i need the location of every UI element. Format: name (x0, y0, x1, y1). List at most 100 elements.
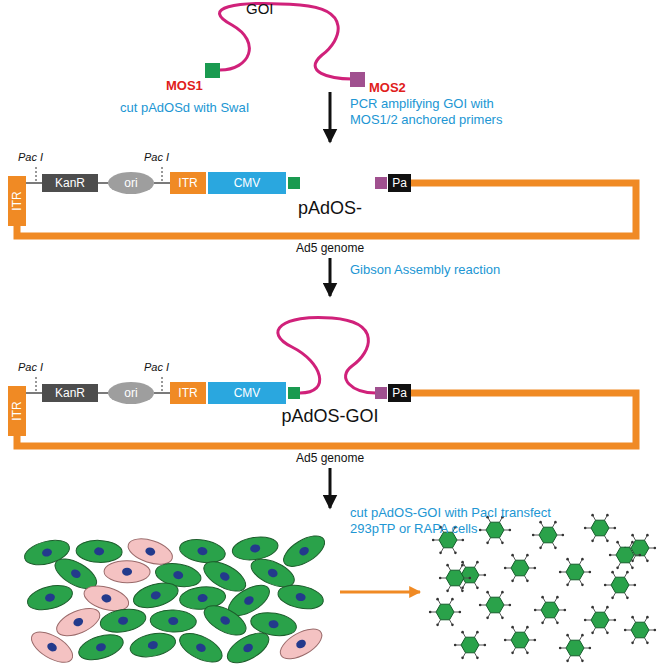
fiber-knob (501, 542, 504, 545)
cell-body (231, 534, 280, 563)
fiber-knob (581, 660, 584, 663)
fiber-knob (584, 619, 587, 622)
virion (479, 516, 511, 544)
fiber-knob (509, 529, 512, 532)
step-arrow (329, 258, 332, 296)
fiber-knob (526, 580, 529, 583)
backbone-line (26, 182, 42, 183)
capsid (566, 564, 584, 580)
virion (504, 626, 536, 654)
label: Gibson Assembly reaction (350, 262, 550, 278)
label: Pac I (18, 151, 68, 165)
fiber-knob (554, 521, 557, 524)
fiber-knob (476, 631, 479, 634)
kanr-box: KanR (42, 384, 98, 402)
fiber-knob (581, 634, 584, 637)
fiber-knob (429, 611, 432, 614)
fiber-knob (604, 584, 607, 587)
nucleus (70, 568, 83, 580)
fiber-knob (631, 616, 634, 619)
nucleus (144, 546, 156, 557)
capsid (461, 637, 479, 653)
fiber-knob (484, 574, 487, 577)
capsid (511, 560, 529, 576)
fiber-knob (616, 541, 619, 544)
fiber-knob (451, 624, 454, 627)
cell-body (25, 581, 75, 614)
fiber-knob (461, 564, 464, 567)
fiber-knob (646, 534, 649, 537)
cell-body (223, 627, 274, 664)
fiber-knob (459, 611, 462, 614)
ellipse-fill (108, 172, 154, 194)
capsid (591, 612, 609, 628)
fiber-knob (479, 604, 482, 607)
fiber-knob (439, 577, 442, 580)
goi-insert (278, 317, 376, 393)
fiber-knob (559, 571, 562, 574)
mos1-square (288, 177, 300, 189)
label: pAdOS-GOI (260, 405, 400, 428)
nucleus (95, 642, 107, 653)
fiber-knob (631, 642, 634, 645)
nucleus (41, 547, 53, 557)
fiber-knob (611, 597, 614, 600)
fiber-knob (634, 584, 637, 587)
fiber-knob (436, 624, 439, 627)
fiber-knob (616, 567, 619, 570)
genome-band (17, 183, 636, 236)
cell (27, 626, 78, 664)
fiber-knob (541, 622, 544, 625)
fiber-knob (509, 604, 512, 607)
fiber-knob (446, 564, 449, 567)
fiber-knob (591, 632, 594, 635)
node-text: CMV (234, 177, 261, 189)
nucleus (197, 546, 208, 556)
fiber-knob (539, 547, 542, 550)
fiber-knob (626, 571, 629, 574)
cell (231, 534, 280, 563)
backbone-line (154, 392, 170, 393)
itr-box: ITR (170, 172, 206, 194)
fiber-knob (469, 577, 472, 580)
cell-body (104, 560, 150, 583)
fiber-knob (646, 560, 649, 563)
fiber-knob (646, 642, 649, 645)
label: cut pAdOSd with SwaI (120, 100, 320, 116)
fiber-knob (589, 647, 592, 650)
fiber-knob (462, 539, 465, 542)
fiber-knob (566, 584, 569, 587)
capsid (631, 540, 649, 556)
nucleus (173, 570, 184, 580)
fiber-knob (559, 647, 562, 650)
nucleus (44, 592, 56, 602)
fiber-knob (591, 514, 594, 517)
cell-body (178, 536, 227, 565)
fiber-knob (461, 590, 464, 593)
virion (584, 606, 616, 634)
fiber-knob (454, 552, 457, 555)
itr-box: ITR (8, 176, 26, 226)
fiber-knob (479, 529, 482, 532)
fiber-knob (654, 547, 657, 550)
fiber-knob (631, 534, 634, 537)
fiber-knob (589, 571, 592, 574)
mos2-square (375, 177, 387, 189)
fiber-knob (606, 632, 609, 635)
nucleus (219, 615, 232, 627)
virion (559, 634, 591, 662)
mos1-square (205, 63, 220, 78)
virion (532, 521, 564, 549)
fiber-knob (639, 554, 642, 557)
fiber-knob (556, 622, 559, 625)
label: PCR amplifying GOI with MOS1/2 anchored … (350, 96, 530, 129)
capsid (541, 602, 559, 618)
fiber-knob (626, 597, 629, 600)
fiber-knob (451, 598, 454, 601)
backbone-line (98, 182, 108, 183)
mos1-square (288, 387, 300, 399)
ori-ellipse: ori (108, 382, 154, 404)
fiber-knob (534, 567, 537, 570)
capsid (631, 622, 649, 638)
